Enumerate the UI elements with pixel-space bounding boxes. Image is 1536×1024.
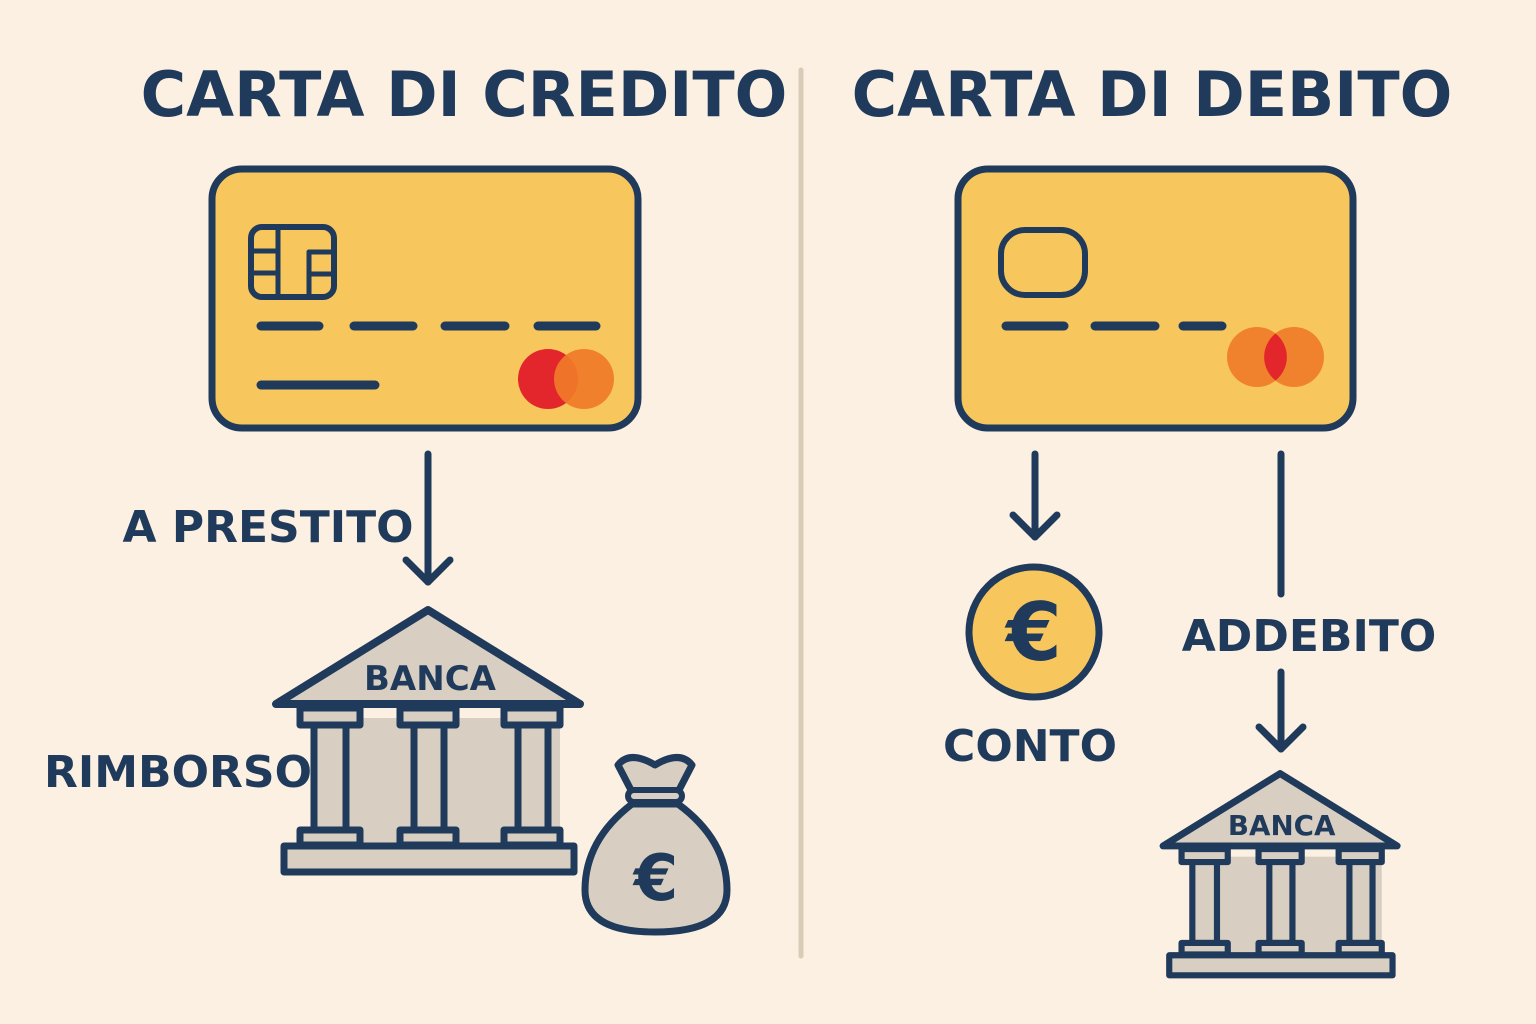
card-number-dashes: [256, 321, 601, 390]
bank-icon: BANCA: [1159, 770, 1401, 979]
repayment-label: RIMBORSO: [44, 747, 312, 798]
chip-icon: [998, 227, 1088, 298]
credit-title: CARTA DI CREDITO: [141, 58, 788, 131]
debit-card-icon: [954, 165, 1357, 432]
arrow-down-icon: [1255, 668, 1307, 753]
bank-label: BANCA: [1228, 809, 1336, 842]
loan-label: A PRESTITO: [122, 502, 413, 553]
arrow-down-icon: [402, 450, 454, 586]
debit-title: CARTA DI DEBITO: [852, 58, 1453, 131]
account-label: CONTO: [943, 721, 1117, 772]
money-bag-icon: €: [581, 754, 731, 936]
bank-label: BANCA: [364, 659, 497, 699]
mastercard-logo-icon: [1227, 327, 1324, 387]
euro-symbol: €: [1004, 586, 1062, 679]
mastercard-logo-icon: [518, 349, 614, 409]
euro-symbol: €: [632, 842, 679, 916]
charge-label: ADDEBITO: [1182, 611, 1436, 662]
coin-icon: €: [965, 563, 1103, 701]
arrow-down-icon: [1009, 450, 1061, 541]
bank-icon: BANCA: [272, 606, 584, 876]
credit-card-icon: [208, 165, 642, 432]
chip-icon: [248, 224, 337, 300]
